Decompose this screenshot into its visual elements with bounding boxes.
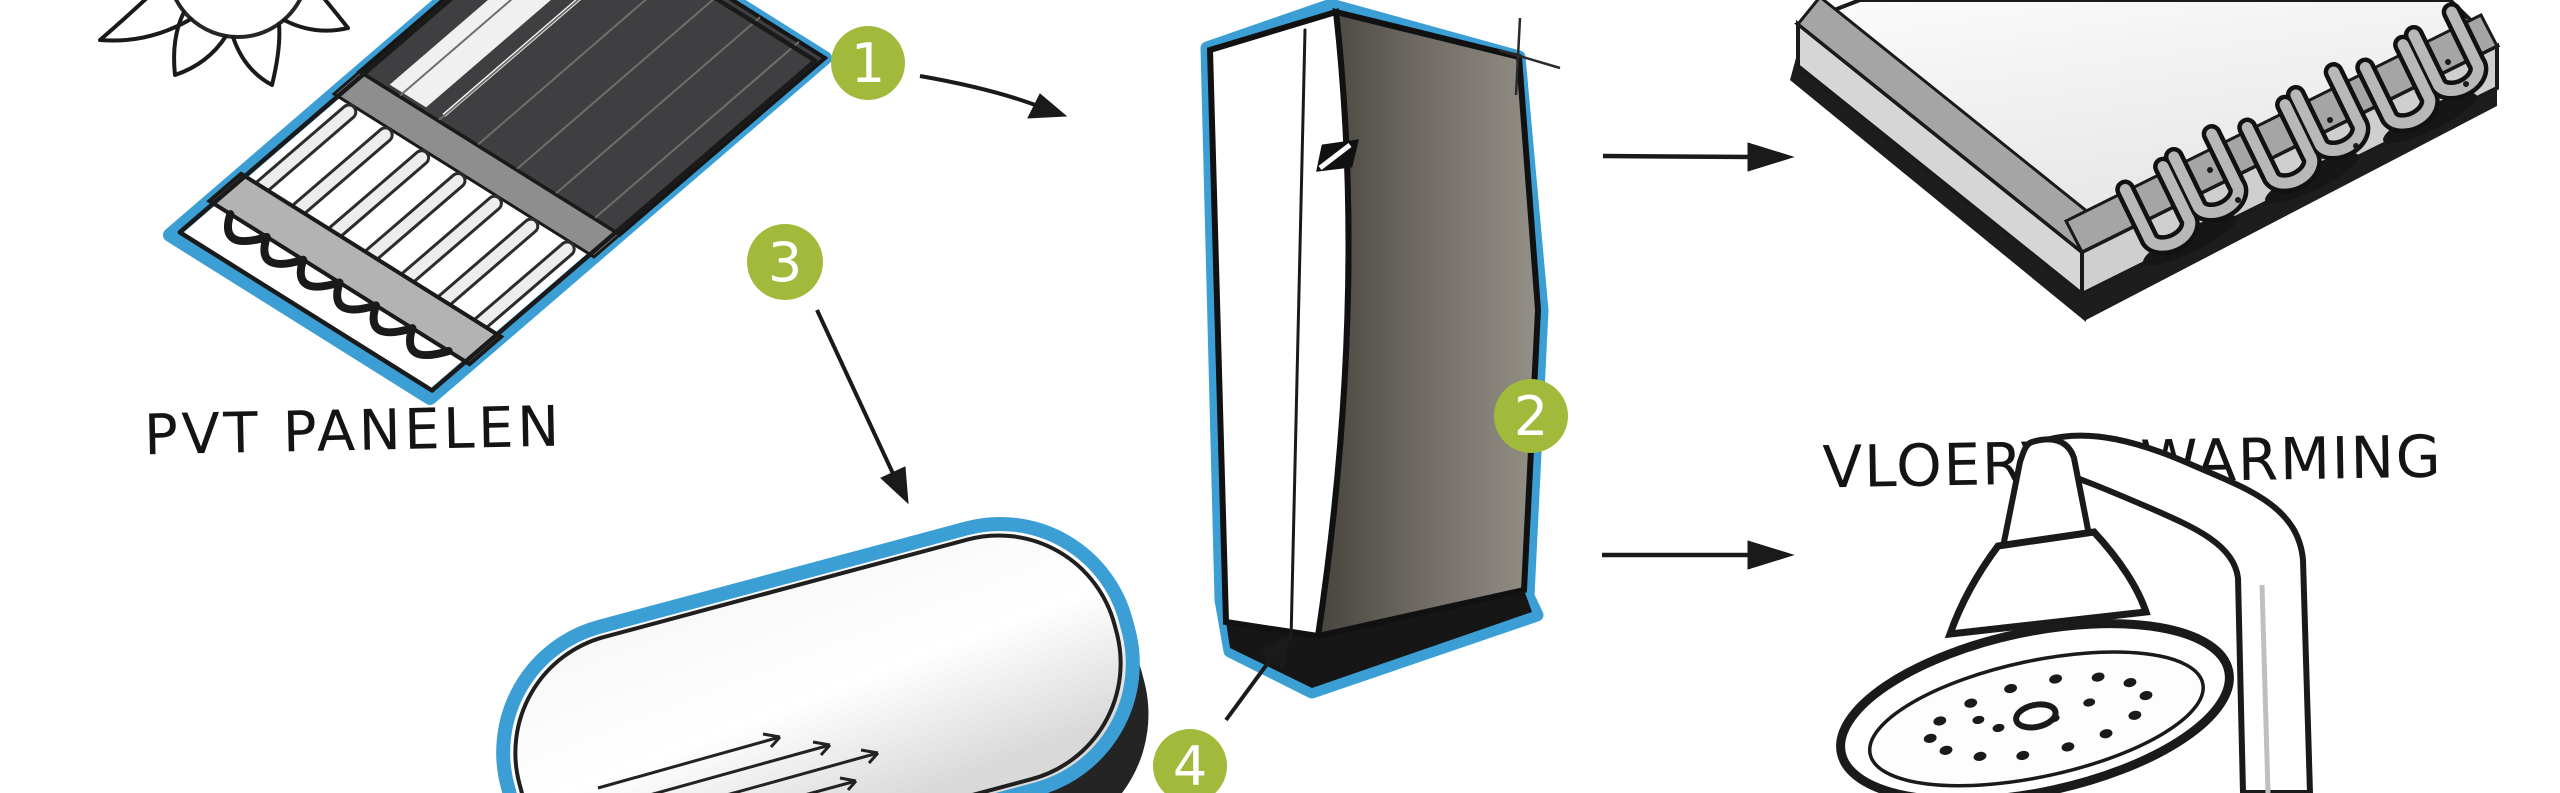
arrow-3-to-buffer xyxy=(815,309,909,505)
buffer-outline xyxy=(496,516,1140,793)
floor-heating-shadow xyxy=(1790,58,2497,322)
heat-pump-front-panel xyxy=(1206,8,1352,640)
floor-heating xyxy=(1790,0,2501,322)
arrow-buffer-to-heatpump xyxy=(1224,632,1291,722)
arrow-heatpump-to-floorheating xyxy=(1602,142,1795,172)
pvt-absorber-tubes xyxy=(253,103,576,333)
floor-face-dots xyxy=(2207,59,2469,203)
heat-pump-door-seam xyxy=(1289,28,1307,642)
sketch-lines xyxy=(1498,17,1561,96)
badge-4-number: 4 xyxy=(1173,735,1207,793)
badge-4: 4 xyxy=(1153,729,1227,793)
badge-2: 2 xyxy=(1494,379,1568,453)
pvt-panel xyxy=(163,0,832,405)
sun-icon xyxy=(98,0,350,87)
pvt-ink-outline xyxy=(177,0,818,393)
badge-3: 3 xyxy=(747,224,823,300)
pvt-frame-strip xyxy=(331,69,623,259)
badge-1-number: 1 xyxy=(851,32,885,95)
arrow-panels-to-heatpump xyxy=(919,74,1068,119)
shower-head-cone xyxy=(1944,528,2151,639)
shower-center-hole xyxy=(2013,701,2059,731)
badge-1: 1 xyxy=(831,26,905,100)
heat-pump xyxy=(1200,0,1561,699)
floor-heating-pipes xyxy=(2115,2,2489,266)
badge-2-number: 2 xyxy=(1514,385,1548,448)
buffer-flow-arrows xyxy=(597,732,880,793)
shower-rail xyxy=(2038,432,2314,793)
heat-pump-side-panel xyxy=(1314,8,1542,640)
heat-pump-base xyxy=(1226,590,1532,688)
pvt-cell-lines xyxy=(398,0,800,220)
pvt-panels-label: PVT PANELEN xyxy=(143,395,559,469)
thermal-buffer xyxy=(496,516,1149,793)
pvt-pipe-hooks xyxy=(224,210,453,359)
arrow-heatpump-to-shower xyxy=(1602,540,1795,570)
pvt-manifold-bar xyxy=(206,171,505,367)
shower xyxy=(1836,432,2314,793)
shower-head-disc xyxy=(1836,619,2234,793)
step-badges: 1 2 3 4 xyxy=(747,26,1568,793)
heat-pump-brand-logo xyxy=(1316,139,1359,172)
badge-3-number: 3 xyxy=(768,231,802,294)
flow-arrows xyxy=(815,74,1795,722)
